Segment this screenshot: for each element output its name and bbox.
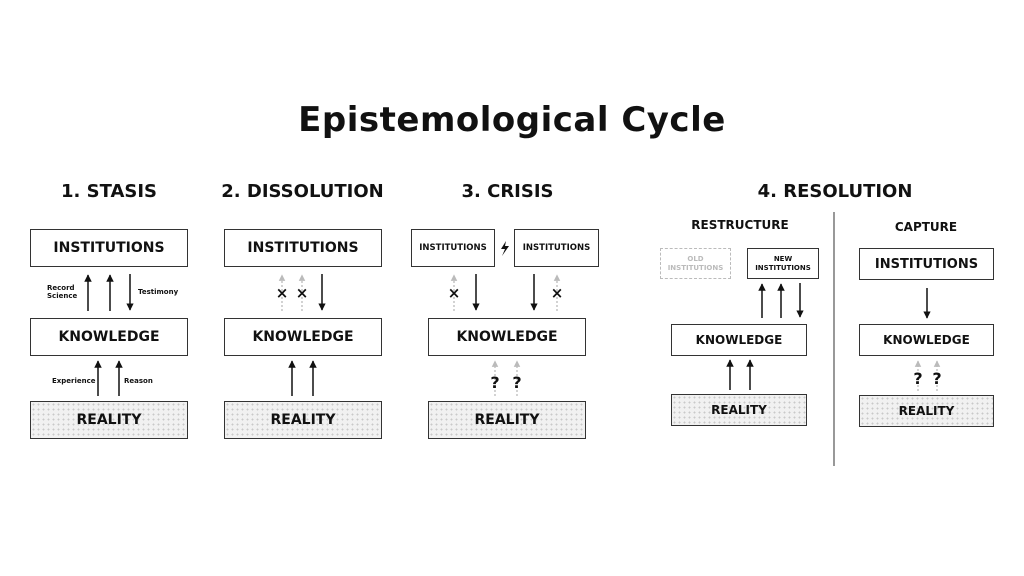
dissolution-institutions-box: INSTITUTIONS <box>224 229 382 267</box>
stasis-knowledge-box: KNOWLEDGE <box>30 318 188 356</box>
capture-institutions-box: INSTITUTIONS <box>859 248 994 280</box>
capture-question-1: ? <box>913 369 922 388</box>
stage-crisis-heading: 3. CRISIS <box>461 181 554 202</box>
stage-resolution-heading: 4. RESOLUTION <box>757 181 913 202</box>
dissolution-cross-1: × <box>276 284 289 302</box>
crisis-question-2: ? <box>512 373 521 392</box>
capture-knowledge-box: KNOWLEDGE <box>859 324 994 356</box>
label-testimony: Testimony <box>138 288 179 296</box>
stasis-institutions-box: INSTITUTIONS <box>30 229 188 267</box>
dissolution-cross-2: × <box>296 284 309 302</box>
capture-heading: CAPTURE <box>894 220 958 234</box>
stasis-reality-box: REALITY <box>30 401 188 439</box>
capture-reality-box: REALITY <box>859 395 994 427</box>
stage-stasis-heading: 1. STASIS <box>60 181 158 202</box>
diagram-title: Epistemological Cycle <box>298 100 726 140</box>
crisis-question-1: ? <box>490 373 499 392</box>
restructure-reality-box: REALITY <box>671 394 807 426</box>
old-institutions-box: OLD INSTITUTIONS <box>660 248 731 279</box>
restructure-knowledge-box: KNOWLEDGE <box>671 324 807 356</box>
new-institutions-box: NEW INSTITUTIONS <box>747 248 819 279</box>
label-record-science: Record Science <box>47 284 78 300</box>
crisis-reality-box: REALITY <box>428 401 586 439</box>
crisis-cross-left: × <box>448 284 461 302</box>
crisis-institutions-left-box: INSTITUTIONS <box>411 229 495 267</box>
label-reason: Reason <box>124 377 153 385</box>
label-experience: Experience <box>52 377 96 385</box>
dissolution-reality-box: REALITY <box>224 401 382 439</box>
stage-dissolution-heading: 2. DISSOLUTION <box>221 181 384 202</box>
restructure-heading: RESTRUCTURE <box>691 218 789 232</box>
dissolution-knowledge-box: KNOWLEDGE <box>224 318 382 356</box>
crisis-knowledge-box: KNOWLEDGE <box>428 318 586 356</box>
capture-question-2: ? <box>932 369 941 388</box>
crisis-cross-right: × <box>551 284 564 302</box>
lightning-icon <box>501 241 509 256</box>
crisis-institutions-right-box: INSTITUTIONS <box>514 229 599 267</box>
